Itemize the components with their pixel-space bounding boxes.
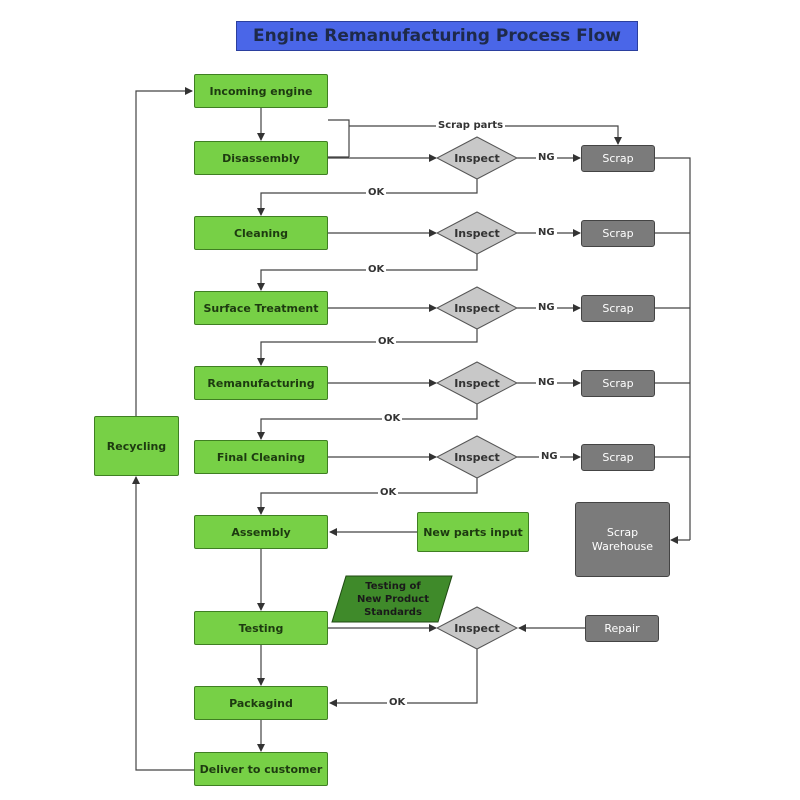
inspect-diamond: [435, 361, 519, 405]
step-assembly[interactable]: Assembly: [194, 515, 328, 549]
scrap-parts-label: Scrap parts: [436, 120, 506, 132]
inspect-label: Inspect: [454, 226, 500, 240]
scrap-box[interactable]: Scrap: [581, 370, 655, 397]
step-disassembly[interactable]: Disassembly: [194, 141, 328, 175]
step-recycling[interactable]: Recycling: [94, 416, 179, 476]
inspect-diamond: [435, 606, 519, 650]
testing-standard-shape: [331, 575, 453, 623]
ok-label: OK: [366, 187, 387, 199]
inspect-label: Inspect: [454, 376, 500, 390]
step-incoming-engine[interactable]: Incoming engine: [194, 74, 328, 108]
ng-label: NG: [536, 377, 557, 389]
inspect-label: Inspect: [454, 151, 500, 165]
scrap-box[interactable]: Scrap: [581, 295, 655, 322]
step-new-parts-input[interactable]: New parts input: [417, 512, 529, 552]
step-final-cleaning[interactable]: Final Cleaning: [194, 440, 328, 474]
inspect-diamond: [435, 286, 519, 330]
inspect-diamond: [435, 211, 519, 255]
ok-label: OK: [378, 487, 399, 499]
ok-label: OK: [387, 697, 408, 709]
page-title: Engine Remanufacturing Process Flow: [236, 21, 638, 51]
ng-label: NG: [536, 302, 557, 314]
ok-label: OK: [382, 413, 403, 425]
step-testing[interactable]: Testing: [194, 611, 328, 645]
ng-label: NG: [536, 152, 557, 164]
ok-label: OK: [366, 264, 387, 276]
step-cleaning[interactable]: Cleaning: [194, 216, 328, 250]
ng-label: NG: [536, 227, 557, 239]
scrap-box[interactable]: Scrap: [581, 444, 655, 471]
inspect-label: Inspect: [454, 450, 500, 464]
scrap-box[interactable]: Scrap: [581, 220, 655, 247]
testing-standard-label: Testing of New Product Standards: [357, 580, 429, 618]
inspect-label: Inspect: [454, 301, 500, 315]
inspect-label: Inspect: [454, 621, 500, 635]
repair-box[interactable]: Repair: [585, 615, 659, 642]
step-remanufacturing[interactable]: Remanufacturing: [194, 366, 328, 400]
scrap-warehouse[interactable]: Scrap Warehouse: [575, 502, 670, 577]
ng-label: NG: [539, 451, 560, 463]
step-packaging[interactable]: Packagind: [194, 686, 328, 720]
inspect-diamond: [435, 435, 519, 479]
step-surface-treatment[interactable]: Surface Treatment: [194, 291, 328, 325]
scrap-box[interactable]: Scrap: [581, 145, 655, 172]
step-deliver-to-customer[interactable]: Deliver to customer: [194, 752, 328, 786]
ok-label: OK: [376, 336, 397, 348]
inspect-diamond: [435, 136, 519, 180]
